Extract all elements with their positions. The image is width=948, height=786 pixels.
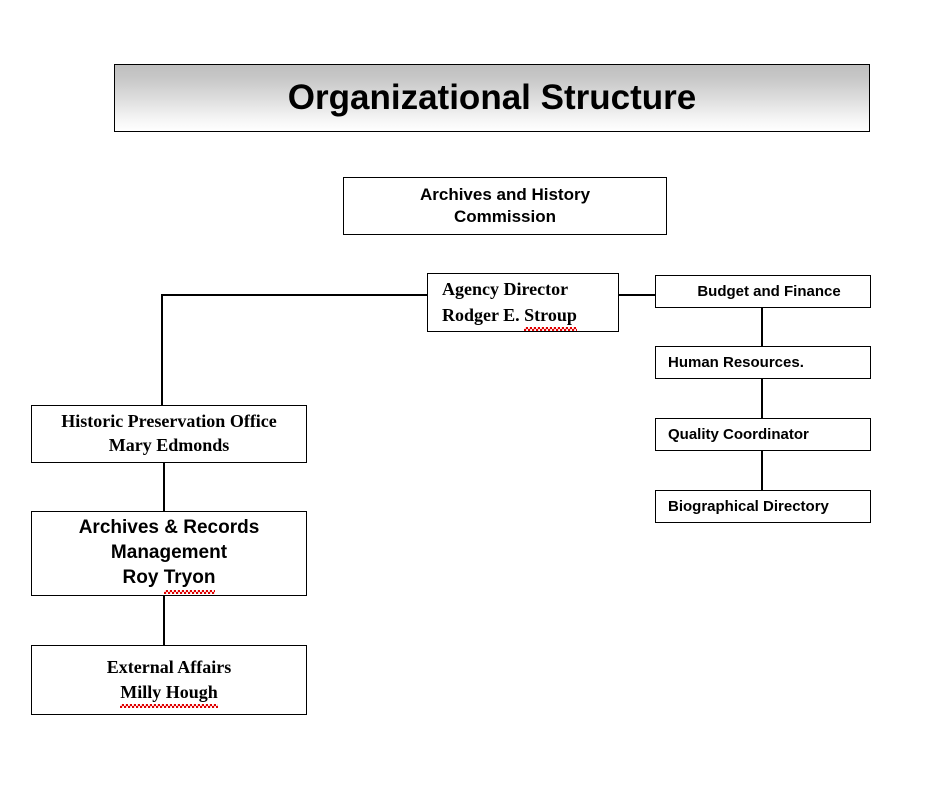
node-budget-and-finance[interactable]: Budget and Finance — [655, 275, 871, 308]
chart-title-banner: Organizational Structure — [114, 64, 870, 132]
misspelled-word-stroup: Stroup — [524, 303, 577, 331]
node-line-3: Roy Tryon — [122, 566, 215, 594]
node-quality-coordinator[interactable]: Quality Coordinator — [655, 418, 871, 451]
node-label: Quality Coordinator — [668, 426, 809, 443]
node-archives-and-records-management[interactable]: Archives & Records Management Roy Tryon — [31, 511, 307, 596]
node-external-affairs[interactable]: External Affairs Milly Hough — [31, 645, 307, 715]
node-archives-and-history-commission[interactable]: Archives and History Commission — [343, 177, 667, 235]
node-line-1: External Affairs — [106, 657, 232, 678]
node-human-resources[interactable]: Human Resources. — [655, 346, 871, 379]
page-title: Organizational Structure — [287, 77, 697, 117]
node-agency-director[interactable]: Agency Director Rodger E. Stroup — [427, 273, 619, 332]
node-line-3-prefix: Roy — [122, 566, 164, 588]
node-biographical-directory[interactable]: Biographical Directory — [655, 490, 871, 523]
node-line-2: Rodger E. Stroup — [442, 303, 577, 331]
node-line-2: Management — [110, 542, 228, 564]
node-line-2: Mary Edmonds — [108, 435, 230, 455]
node-line-1: Archives and History — [419, 185, 591, 205]
node-line-1: Historic Preservation Office — [61, 411, 277, 432]
node-line-1: Archives & Records — [78, 517, 260, 539]
node-label: Biographical Directory — [668, 498, 829, 515]
misspelled-word-milly-hough: Milly Hough — [120, 680, 218, 708]
misspelled-word-tryon: Tryon — [163, 566, 215, 594]
node-line-1: Agency Director — [442, 278, 569, 299]
node-label: Human Resources. — [668, 354, 804, 371]
node-line-2-prefix: Rodger E. — [442, 304, 525, 325]
connector-director-to-left-branch — [161, 294, 427, 405]
node-line-2: Milly Hough — [120, 680, 218, 708]
node-historic-preservation-office[interactable]: Historic Preservation Office Mary Edmond… — [31, 405, 307, 463]
node-line-2: Commission — [453, 207, 557, 226]
node-label: Budget and Finance — [697, 283, 841, 300]
